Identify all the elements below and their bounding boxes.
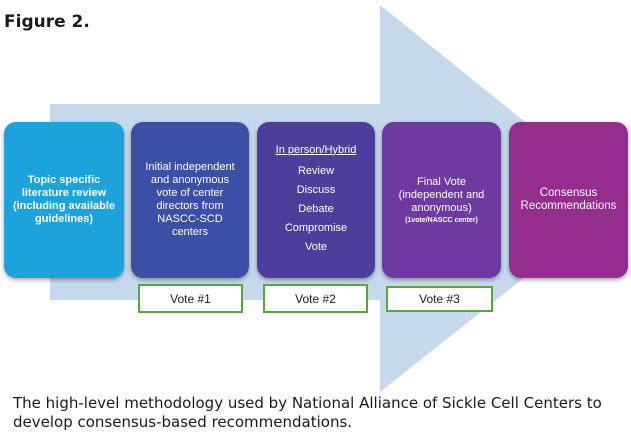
step-4-line: Final Vote <box>417 176 466 188</box>
step-initial-vote: Initial independent and anonymous vote o… <box>131 122 249 278</box>
step-2-line: NASCC-SCD <box>157 213 223 225</box>
vote-1-label: Vote #1 <box>138 284 243 313</box>
step-1-line: Topic specific <box>27 174 101 186</box>
step-5-line: Recommendations <box>520 200 617 212</box>
step-3-item: Debate <box>298 202 334 215</box>
step-literature-review: Topic specific literature review (includ… <box>4 122 124 278</box>
figure-caption: The high-level methodology used by Natio… <box>13 394 602 431</box>
step-4-note: (1vote/NASCC center) <box>405 217 478 224</box>
step-1-line: guidelines) <box>34 213 94 225</box>
vote-3-label: Vote #3 <box>386 286 493 312</box>
vote-2-label: Vote #2 <box>263 284 368 313</box>
step-3-item: Discuss <box>296 183 336 196</box>
step-2-line: centers <box>171 226 209 238</box>
step-3-item: Vote <box>304 240 328 253</box>
step-3-header: In person/Hybrid <box>275 143 357 156</box>
step-5-line: Consensus <box>539 187 598 199</box>
step-3-item: Review <box>297 164 335 177</box>
step-1-line: (including available <box>12 200 116 212</box>
step-in-person-meeting: In person/Hybrid Review Discuss Debate C… <box>257 122 375 278</box>
step-4-line: (independent and <box>398 189 485 201</box>
step-2-line: and anonymous <box>150 174 230 186</box>
step-final-vote: Final Vote (independent and anonymous) (… <box>382 122 501 278</box>
step-1-line: literature review <box>21 187 107 199</box>
step-4-line: anonymous) <box>411 202 472 214</box>
figure-title: Figure 2. <box>4 12 90 32</box>
step-2-line: vote of center <box>156 187 224 199</box>
step-2-line: Initial independent <box>145 161 235 173</box>
step-2-line: directors from <box>156 200 224 212</box>
step-3-item: Compromise <box>284 221 348 234</box>
step-consensus: Consensus Recommendations <box>509 122 628 278</box>
